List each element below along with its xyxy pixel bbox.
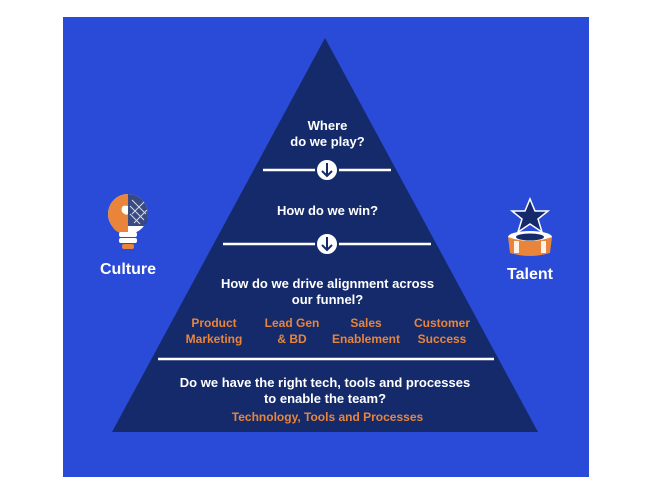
tier3-question: How do we drive alignment across our fun… <box>220 276 435 307</box>
tier2-question: How do we win? <box>276 203 379 218</box>
tier1-question: Where do we play? <box>290 118 365 149</box>
talent-label: Talent <box>507 266 553 283</box>
tier3-item-product-marketing: Product Marketing <box>185 316 243 346</box>
tier4-subtitle: Technology, Tools and Processes <box>231 410 424 424</box>
tier3-item-customer-success: Customer Success <box>413 316 470 346</box>
tier4-question: Do we have the right tech, tools and pro… <box>179 375 471 406</box>
star-trophy-icon <box>508 197 552 256</box>
lightbulb-puzzle-icon <box>108 194 148 249</box>
tier3-item-lead-gen: Lead Gen & BD <box>264 316 320 346</box>
down-arrow-icon <box>315 232 339 256</box>
down-arrow-icon <box>315 158 339 182</box>
culture-label: Culture <box>100 261 156 278</box>
tier3-item-sales-enablement: Sales Enablement <box>331 316 400 346</box>
